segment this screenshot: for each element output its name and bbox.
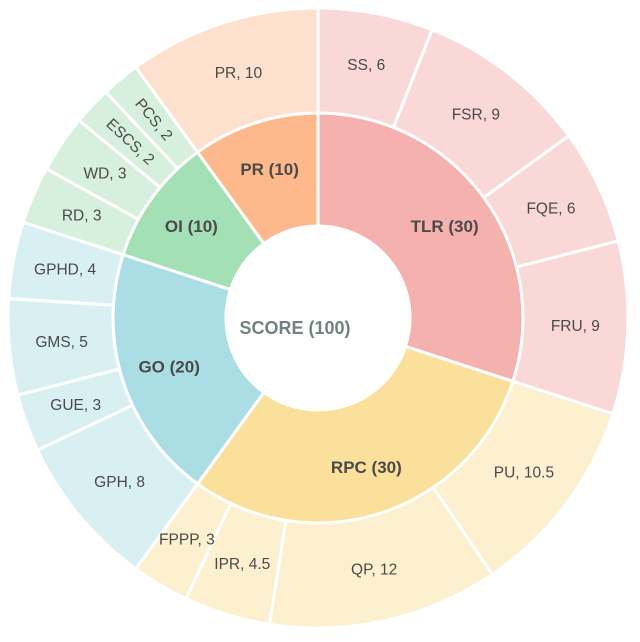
outer-segment-pr[interactable] xyxy=(133,6,320,155)
labels: TLR (30) SS, 6 FSR, 9 FQE, 6 FRU, 9 RPC (30) P… xyxy=(34,57,600,578)
outer-label-pr: PR, 10 xyxy=(215,65,263,82)
outer-label-rd: RD, 3 xyxy=(62,208,102,225)
outer-label-fppp: FPPP, 3 xyxy=(159,532,215,549)
inner-label-go: GO (20) xyxy=(138,357,199,376)
center-label: SCORE (100) xyxy=(239,318,350,338)
outer-label-gph: GPH, 8 xyxy=(94,474,145,491)
center-hole xyxy=(227,227,409,409)
inner-label-rpc: RPC (30) xyxy=(331,458,402,477)
outer-label-ipr: IPR, 4.5 xyxy=(214,556,270,573)
outer-label-gue: GUE, 3 xyxy=(50,397,101,414)
outer-label-gphd: GPHD, 4 xyxy=(34,262,96,279)
outer-label-fru: FRU, 9 xyxy=(551,318,600,335)
outer-ring xyxy=(6,6,630,630)
outer-label-fqe: FQE, 6 xyxy=(526,200,575,217)
outer-label-wd: WD, 3 xyxy=(83,165,126,182)
inner-ring xyxy=(111,111,525,525)
outer-label-pu: PU, 10.5 xyxy=(494,465,554,482)
inner-label-tlr: TLR (30) xyxy=(411,217,479,236)
outer-label-gms: GMS, 5 xyxy=(35,334,88,351)
inner-label-oi: OI (10) xyxy=(165,217,218,236)
outer-label-ss: SS, 6 xyxy=(347,57,385,74)
outer-label-qp: QP, 12 xyxy=(351,561,397,578)
inner-label-pr: PR (10) xyxy=(240,160,299,179)
outer-label-fsr: FSR, 9 xyxy=(452,107,500,124)
